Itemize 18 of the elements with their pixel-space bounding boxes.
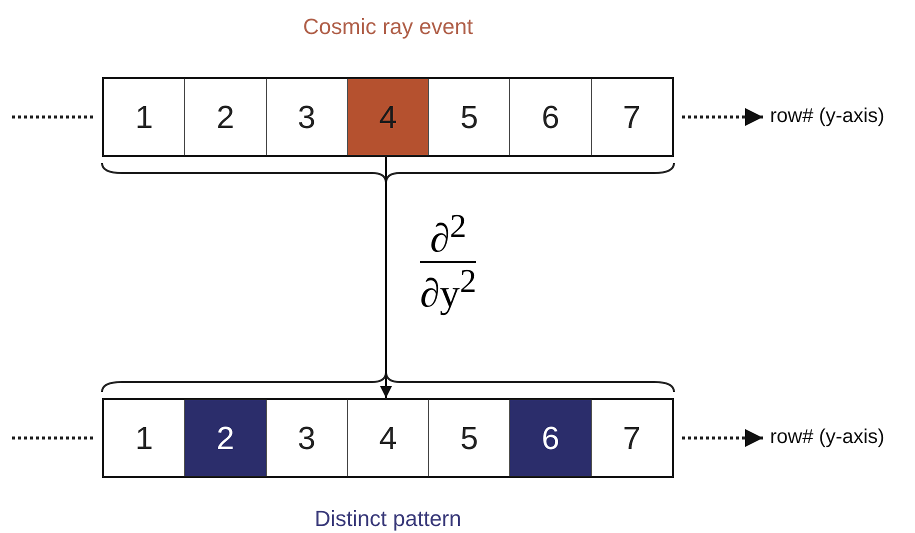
row-cell: 5: [429, 79, 510, 155]
axis-label: row# (y-axis): [770, 105, 884, 128]
row-cell: 6: [510, 400, 592, 476]
row-caption: Cosmic ray event: [303, 14, 473, 40]
row-cell: 7: [592, 400, 672, 476]
row-cell: 4: [348, 79, 430, 155]
row-cell: 2: [185, 400, 267, 476]
row-cell: 2: [185, 79, 267, 155]
axis-label: row# (y-axis): [770, 426, 884, 449]
row-caption: Distinct pattern: [314, 506, 462, 532]
arrow: [380, 157, 392, 398]
row-cell: 4: [348, 400, 430, 476]
cell-strip: [102, 398, 674, 478]
row-cell: 7: [592, 79, 672, 155]
row-cell: 3: [266, 400, 348, 476]
cell-strip: [102, 77, 674, 157]
row-cell: 6: [510, 79, 592, 155]
row-cell: 1: [104, 79, 186, 155]
